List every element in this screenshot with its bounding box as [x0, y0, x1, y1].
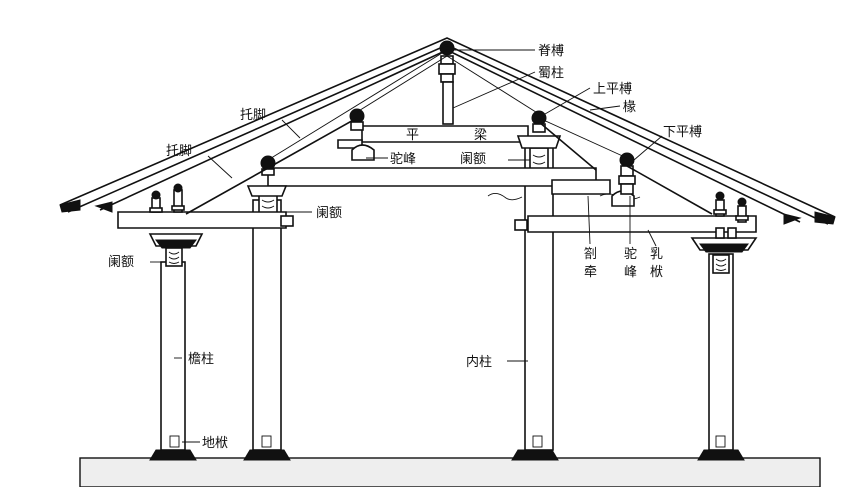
label-king-post: 蜀柱	[538, 66, 564, 81]
label-ru-fu-1: 乳	[650, 247, 663, 262]
label-tuojiao-lower: 托脚	[166, 143, 192, 159]
leader-lines	[150, 49, 663, 443]
lower-purlin-right	[619, 152, 635, 168]
label-zha-qian-2: 牵	[584, 265, 597, 280]
label-ru-fu-2: 栿	[650, 265, 663, 280]
dougong	[149, 183, 749, 239]
label-zha-qian-1: 劄	[584, 246, 597, 262]
label-eave-column: 檐柱	[188, 352, 214, 367]
labels: 脊榑 蜀柱 上平榑 椽 下平榑 托脚 托脚 平 梁 驼峰 阑额 阑额 阑额 劄 …	[108, 43, 702, 451]
label-tuofeng-center: 驼峰	[390, 151, 416, 167]
label-rafter: 椽	[623, 100, 636, 115]
label-inner-column: 内柱	[466, 354, 492, 370]
label-tuofeng-v-1: 驼	[624, 246, 637, 262]
column-bases	[149, 449, 745, 461]
label-ridge-purlin: 脊榑	[538, 43, 564, 59]
king-post	[442, 81, 454, 125]
label-lan-e-inner-right: 阑额	[460, 152, 486, 167]
label-lower-purlin: 下平榑	[663, 124, 702, 140]
label-pingliang-right: 梁	[474, 128, 487, 143]
eave-column-right	[708, 253, 734, 451]
stone-platform	[79, 457, 821, 487]
label-tuofeng-v-2: 峰	[624, 265, 637, 280]
label-upper-purlin: 上平榑	[593, 81, 632, 97]
label-pingliang-left: 平	[406, 128, 419, 143]
label-ground-sill: 地栿	[202, 436, 228, 451]
inner-column-left	[252, 199, 282, 451]
inner-column-right	[524, 145, 554, 451]
columns	[160, 145, 734, 451]
brackets	[148, 135, 758, 253]
label-tuojiao-upper: 托脚	[240, 107, 266, 123]
rafters	[59, 37, 836, 225]
beams	[117, 125, 757, 233]
label-lan-e-outer-left: 阑额	[108, 255, 134, 270]
label-lan-e-inner-left: 阑额	[316, 206, 342, 221]
eave-column-left	[160, 261, 186, 451]
